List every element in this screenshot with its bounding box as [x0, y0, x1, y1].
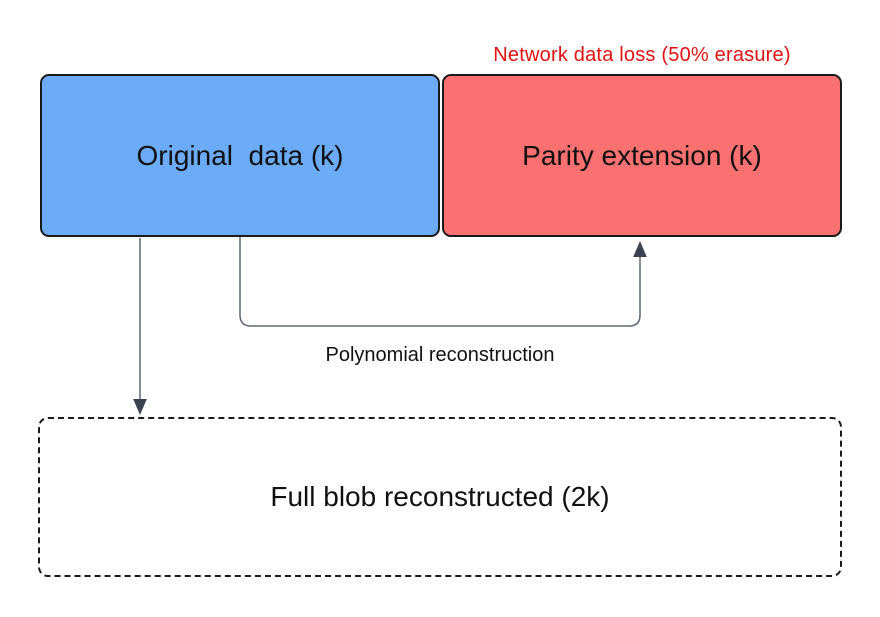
full-blob-label: Full blob reconstructed (2k)	[270, 481, 610, 512]
reconstruction-arrow-line	[239, 237, 641, 327]
original-to-fullblob-arrow	[133, 238, 147, 415]
reconstruction-arrow	[239, 237, 647, 327]
up-arrowhead-icon	[633, 241, 647, 257]
original-data-box: Original data (k)	[40, 74, 440, 237]
polynomial-reconstruction-label: Polynomial reconstruction	[325, 344, 555, 366]
full-blob-box: Full blob reconstructed (2k)	[38, 417, 842, 577]
parity-extension-box: Parity extension (k)	[442, 74, 842, 237]
down-arrowhead-icon	[133, 399, 147, 415]
original-data-label: Original data (k)	[136, 139, 344, 171]
parity-extension-label: Parity extension (k)	[522, 139, 762, 171]
network-data-loss-annotation: Network data loss (50% erasure)	[493, 44, 791, 66]
